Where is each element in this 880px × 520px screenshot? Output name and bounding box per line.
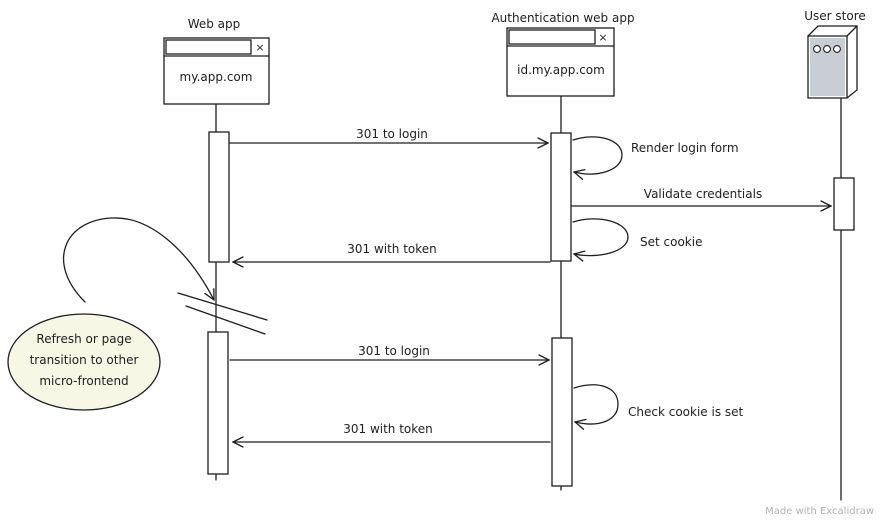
participant-web-app: Web app × my.app.com (163, 17, 270, 105)
close-icon: × (598, 31, 607, 44)
web-app-url: my.app.com (180, 70, 253, 84)
message-arrow: 301 to login (229, 344, 549, 360)
message-label: 301 to login (358, 344, 430, 358)
message-label: 301 to login (356, 127, 428, 141)
participant-user-store-title: User store (804, 9, 866, 23)
message-label: 301 with token (343, 422, 433, 436)
user-store-activation (833, 177, 855, 231)
message-label: Set cookie (640, 235, 702, 249)
note-arrow (62, 217, 214, 303)
footer-watermark: Made with Excalidraw (765, 506, 874, 517)
auth-app-activation-1 (550, 132, 572, 262)
message-arrow: 301 with token (233, 242, 551, 262)
message-label: 301 with token (347, 242, 437, 256)
web-app-activation-2 (207, 331, 229, 475)
auth-app-activation-2 (551, 337, 573, 487)
web-app-activation-1 (208, 131, 230, 263)
message-self-loop: Render login form (572, 136, 739, 174)
message-label: Render login form (631, 141, 739, 155)
note-line: micro-frontend (39, 374, 128, 388)
message-self-loop: Set cookie (572, 218, 702, 256)
participant-web-app-title: Web app (188, 17, 241, 31)
break-marks (177, 292, 268, 335)
message-arrow: 301 to login (229, 127, 548, 143)
participant-auth-app-title: Authentication web app (491, 11, 634, 25)
message-label: Check cookie is set (628, 405, 744, 419)
note-line: Refresh or page (36, 332, 131, 346)
note-ellipse (7, 313, 161, 411)
participant-auth-app: Authentication web app × id.my.app.com (491, 11, 635, 97)
message-arrow: Validate credentials (571, 187, 831, 206)
web-app-address-bar (165, 39, 252, 55)
close-icon: × (255, 41, 264, 54)
auth-app-address-bar (508, 29, 596, 45)
note-line: transition to other (30, 353, 139, 367)
auth-app-url: id.my.app.com (517, 63, 605, 77)
message-label: Validate credentials (644, 187, 762, 201)
note: Refresh or page transition to other micr… (7, 313, 161, 411)
participant-user-store: User store (804, 9, 866, 99)
message-arrow: 301 with token (233, 422, 551, 442)
message-self-loop: Check cookie is set (573, 384, 744, 424)
